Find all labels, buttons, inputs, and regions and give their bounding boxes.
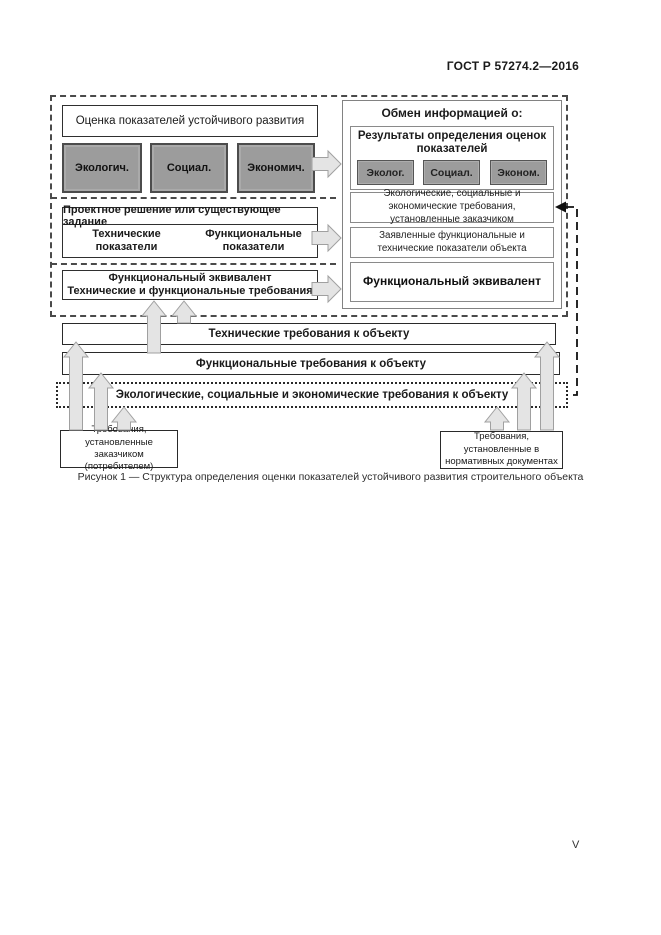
bar-functional-requirements: Функциональные требования к объекту	[62, 352, 560, 375]
declared-indicators-box: Заявленные функциональные и технические …	[350, 227, 554, 258]
figure-caption: Рисунок 1 — Структура определения оценки…	[77, 471, 584, 483]
results-box-title: Результаты определения оценок показателе…	[357, 130, 547, 156]
bar-eco-social-economic-requirements: Экологические, социальные и экономически…	[56, 382, 568, 408]
indicator-box-social: Социал.	[150, 143, 228, 193]
page-number: V	[572, 839, 580, 851]
functional-equivalent-right-box: Функциональный эквивалент	[350, 262, 554, 302]
doc-number: ГОСТ Р 57274.2—2016	[446, 59, 579, 73]
indicator-box-ecological: Экологич.	[62, 143, 142, 193]
result-chip-economic: Эконом.	[490, 160, 547, 185]
indicator-box-economic: Экономич.	[237, 143, 315, 193]
arrow-up-icon	[483, 406, 511, 431]
functional-indicators-label: Функциональные показатели	[205, 228, 302, 253]
design-solution-title: Проектное решение или существующее задан…	[63, 204, 317, 228]
functional-equivalent-box: Функциональный эквивалент Технические и …	[62, 270, 318, 300]
result-chip-ecological: Эколог.	[357, 160, 414, 185]
source-customer-box: Требования, установленные заказчиком (по…	[60, 424, 178, 472]
design-solution-box: Проектное решение или существующее задан…	[62, 204, 318, 258]
dashed-separator-1	[51, 197, 336, 199]
source-normative-box: Требования, установленные в нормативных …	[440, 431, 563, 469]
functional-equivalent-line1: Функциональный эквивалент	[108, 271, 272, 284]
bar-technical-requirements: Технические требования к объекту	[62, 323, 556, 345]
functional-equivalent-line2: Технические и функциональные требования	[67, 285, 313, 297]
requirements-customer-box: Экологические, социальные и экономически…	[350, 188, 554, 225]
results-box	[350, 126, 554, 190]
design-solution-columns: Технические показатели Функциональные по…	[63, 225, 317, 257]
technical-indicators-label: Технические показатели	[92, 228, 161, 253]
exchange-panel-title: Обмен информацией о:	[381, 106, 523, 120]
dashed-frame	[50, 95, 568, 317]
result-chip-social: Социал.	[423, 160, 480, 185]
assessment-box: Оценка показателей устойчивого развития	[62, 105, 318, 137]
dashed-separator-2	[51, 263, 336, 265]
